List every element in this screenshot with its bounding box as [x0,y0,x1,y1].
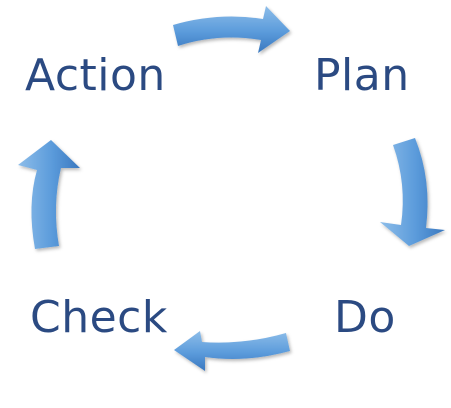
step-label-action: Action [25,50,166,101]
step-label-plan: Plan [314,50,410,101]
step-label-check: Check [30,292,168,343]
curved-arrow-right-icon [173,6,290,53]
curved-arrow-down-icon [380,138,445,246]
step-label-do: Do [334,292,396,343]
curved-arrow-left-icon [174,331,290,371]
curved-arrow-up-icon [18,140,80,249]
